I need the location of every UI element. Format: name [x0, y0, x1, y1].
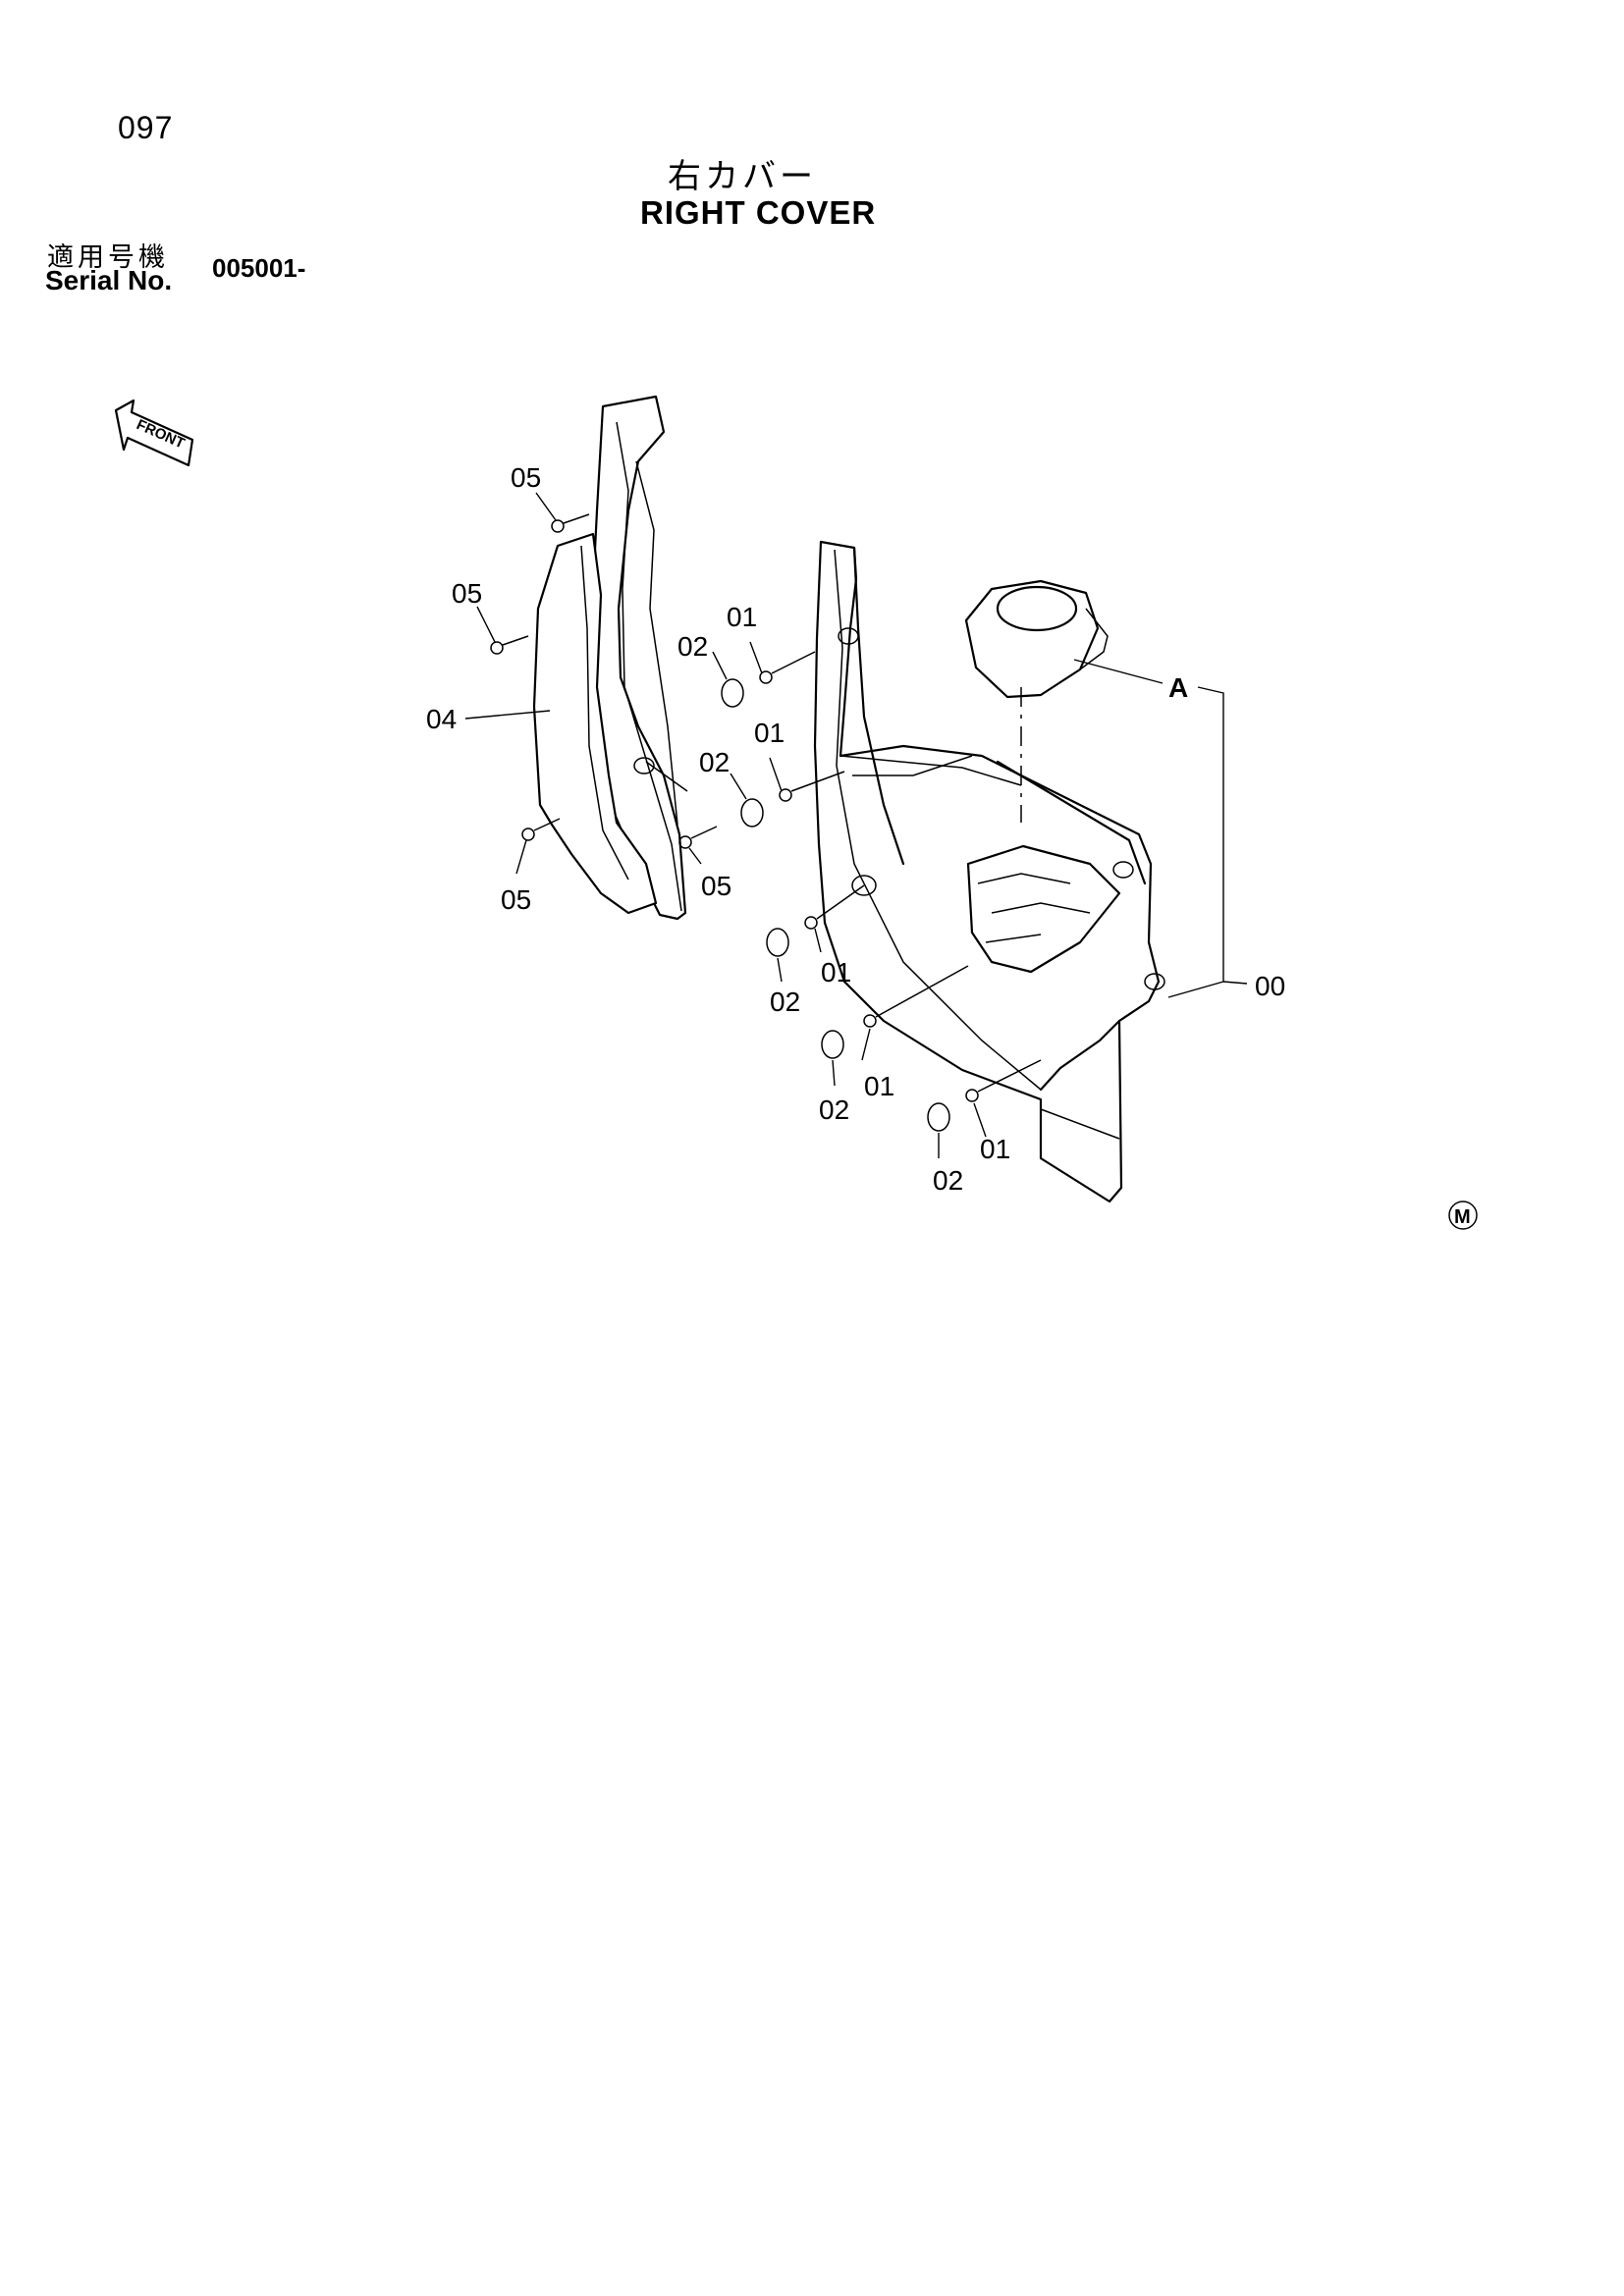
callout-labels: 05 05 04 05 05 01 02 01 02 01 02 01 02 0…: [426, 462, 1285, 1196]
callout-05: 05: [511, 462, 541, 493]
callout-01: 01: [727, 602, 757, 632]
bolt-icon: [551, 513, 590, 533]
callout-05: 05: [501, 884, 531, 915]
front-arrow-icon: FRONT: [114, 399, 194, 467]
circled-m-icon: M: [1448, 1201, 1478, 1230]
bolt-icon: [965, 1059, 1042, 1102]
bolt-icon: [678, 826, 718, 849]
bolt-icon: [490, 635, 529, 655]
cap-icon: [766, 928, 789, 957]
callout-01: 01: [864, 1071, 894, 1101]
bolt-icon: [804, 884, 865, 930]
serial-label-japanese: 適用号機: [47, 242, 169, 273]
callout-02: 02: [699, 747, 730, 777]
cap-icon: [721, 678, 744, 708]
callout-02: 02: [933, 1165, 963, 1196]
leader-lines: [464, 492, 1248, 1158]
callout-01: 01: [980, 1134, 1010, 1164]
cap-icon: [927, 1102, 950, 1132]
bolt-icon: [863, 965, 969, 1028]
page-title: RIGHT COVER: [640, 194, 877, 231]
cap-icon: [821, 1030, 844, 1059]
part-04-side-cover: [532, 395, 688, 921]
callout-02: 02: [677, 631, 708, 662]
cap-icon: [740, 798, 764, 828]
serial-label: Serial No.: [45, 265, 173, 295]
front-label: FRONT: [134, 416, 187, 453]
callout-02: 02: [770, 987, 800, 1017]
callout-01: 01: [821, 957, 851, 988]
circled-m-label: M: [1454, 1206, 1471, 1228]
bolt-icon-group: [490, 513, 1042, 1102]
callout-02: 02: [819, 1095, 849, 1125]
callout-04: 04: [426, 704, 457, 734]
part-a-cup: [964, 579, 1109, 823]
bolt-icon: [779, 771, 845, 802]
callout-00: 00: [1255, 971, 1285, 1001]
cap-icon-group: [721, 678, 950, 1132]
part-00-main-cover: [813, 540, 1165, 1203]
bolt-icon: [759, 651, 816, 684]
page-number: 097: [118, 110, 174, 145]
callout-05: 05: [701, 871, 731, 901]
callout-a: A: [1168, 672, 1188, 703]
serial-number-value: 005001-: [212, 253, 306, 283]
bolt-icon: [521, 818, 561, 841]
page-title-japanese: 右カバー: [668, 157, 817, 196]
callout-05: 05: [452, 578, 482, 609]
callout-01: 01: [754, 718, 785, 748]
